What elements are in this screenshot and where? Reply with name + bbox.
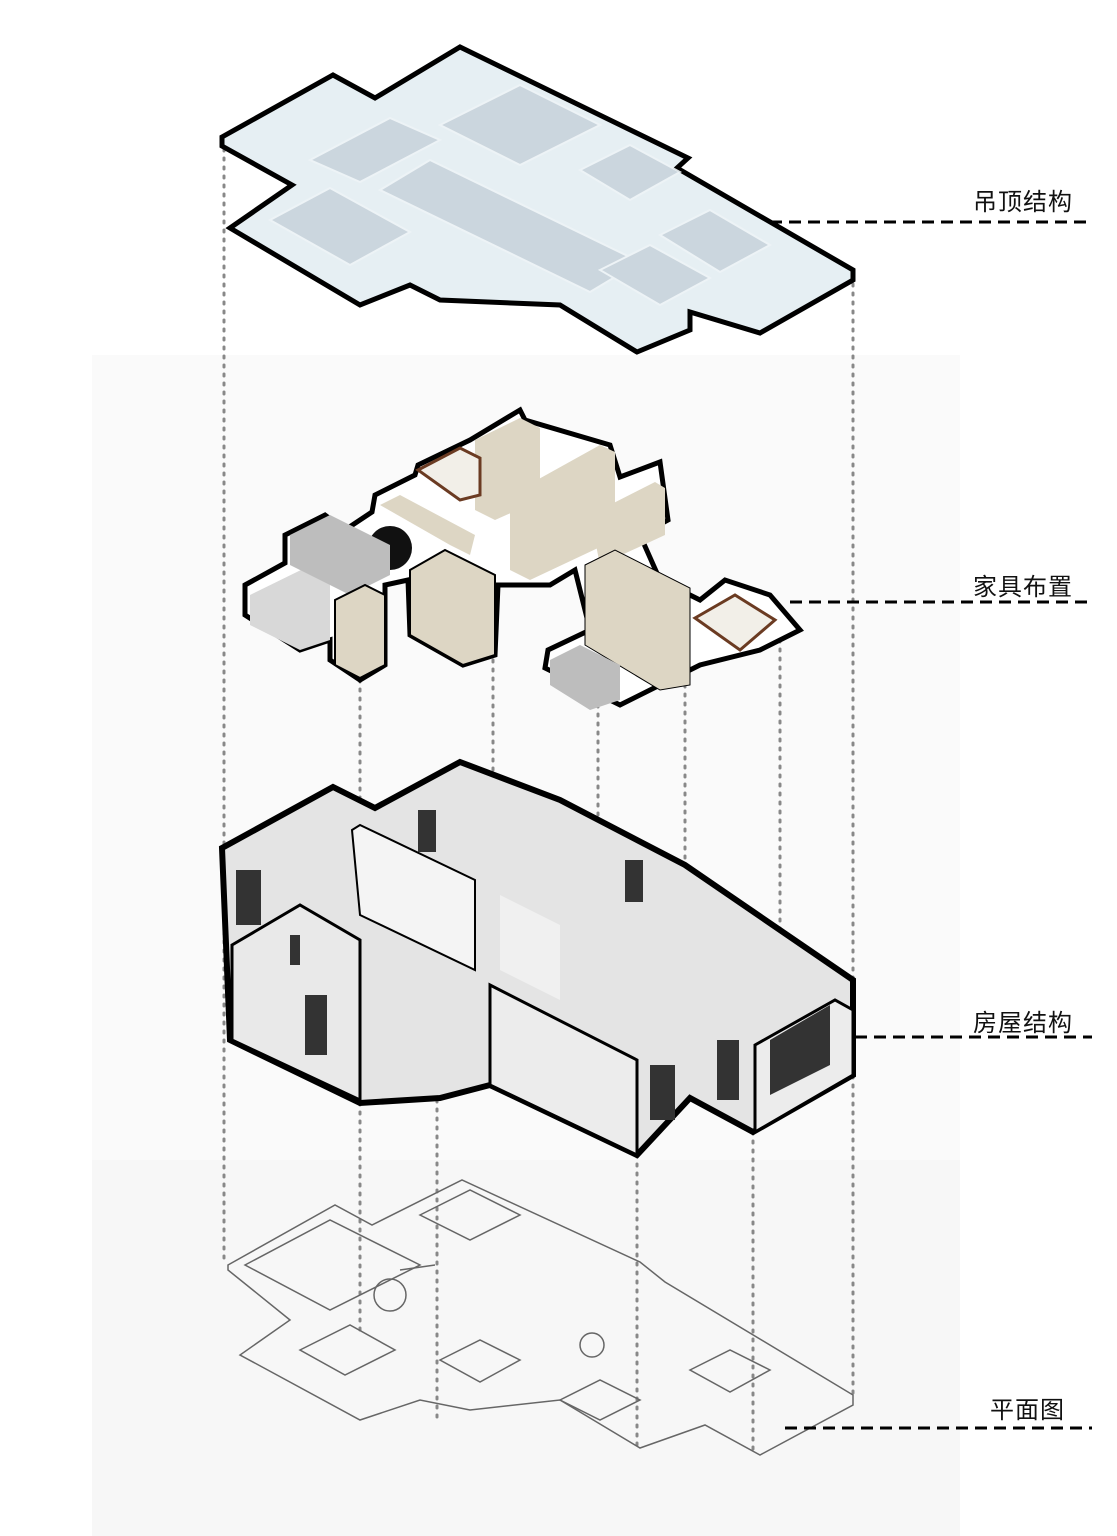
window: [305, 995, 327, 1055]
cabinet: [334, 583, 386, 680]
structure-label: 房屋结构: [973, 1009, 1073, 1037]
ceiling-layer: [219, 44, 856, 355]
floor-plan-label: 平面图: [990, 1396, 1065, 1424]
window: [650, 1065, 675, 1120]
house-structure-layer: [218, 758, 856, 1159]
background-panel-lower: [92, 1160, 960, 1536]
sofa-gray: [290, 515, 390, 595]
bed: [692, 593, 778, 652]
wardrobe: [584, 549, 691, 691]
desk: [380, 495, 475, 555]
floor-plan-layer: [227, 1179, 854, 1456]
bed: [415, 446, 482, 502]
window: [236, 870, 261, 925]
window: [770, 1005, 830, 1095]
window: [717, 1040, 739, 1100]
furniture-layer: [242, 406, 804, 710]
furniture-label: 家具布置: [973, 573, 1073, 601]
wardrobe: [510, 445, 615, 580]
window: [290, 935, 300, 965]
sofa: [250, 568, 330, 650]
leader-lines: [770, 220, 1092, 1430]
ceiling-label: 吊顶结构: [973, 188, 1073, 216]
wardrobe: [409, 548, 496, 667]
wardrobe: [590, 482, 665, 565]
window: [625, 860, 643, 902]
armchair: [550, 645, 620, 710]
window: [418, 810, 436, 852]
